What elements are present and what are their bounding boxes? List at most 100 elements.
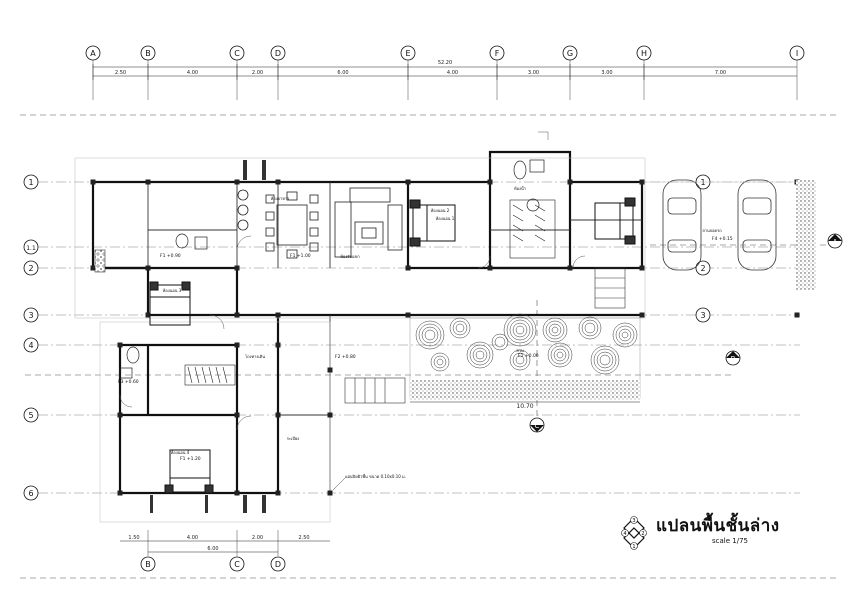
column-post [275, 412, 281, 418]
grid-column-bubble [400, 45, 416, 61]
living-room-sofas [334, 187, 403, 258]
grid-column-bubble [270, 45, 286, 61]
section-marker-c: C [529, 417, 545, 433]
garden-planting [556, 351, 564, 359]
garden-planting [469, 344, 491, 366]
column-post [117, 342, 123, 348]
garden-planting [578, 316, 602, 340]
garden-planting [584, 322, 596, 334]
floor-code-1: F1 +1.00 [290, 253, 311, 259]
garden-planting [515, 355, 525, 365]
floor-code-5: F3 +0.60 [118, 379, 139, 385]
room-label: ระเบียง [287, 436, 300, 441]
beds [149, 197, 636, 494]
grid-row-label: 1.1 [26, 245, 36, 252]
garden-planting [506, 316, 534, 344]
grid-row-label: 6 [28, 489, 33, 498]
grid-row-bubble [23, 337, 39, 353]
room-label: สวน [516, 348, 524, 353]
garden-planting [512, 322, 528, 338]
garden-planting [551, 326, 559, 334]
grid-row-label: 1 [28, 178, 33, 187]
garden-planting [421, 326, 439, 344]
drawing-scale: scale 1/75 [712, 537, 748, 545]
garden-planting [548, 323, 562, 337]
top-dimension-lines [93, 66, 797, 77]
dining-table [237, 189, 319, 259]
column-post [145, 179, 151, 185]
compass-4: 4 [623, 531, 626, 537]
grid-row-label-right: 2 [700, 264, 705, 273]
dimension-top: 2.50 [115, 70, 126, 76]
column-post [567, 179, 573, 185]
grid-column-bubble-bottom [270, 556, 286, 572]
garden-planting [418, 323, 442, 347]
column-post [275, 490, 281, 496]
grid-row-bubble [23, 239, 39, 255]
section-a-label: A [833, 238, 838, 246]
bottom-dimension-lines [120, 540, 330, 553]
grid-column-bubble [229, 45, 245, 61]
grid-row-label-right: 1 [700, 178, 705, 187]
grid-row-bubble-right [695, 260, 711, 276]
garden-planting [542, 317, 568, 343]
grid-column-label: I [796, 49, 798, 58]
garden-planting [433, 355, 447, 369]
grid-column-bubble [636, 45, 652, 61]
garden-planting [593, 348, 617, 372]
grid-lines [38, 60, 800, 556]
column-post [145, 312, 151, 318]
dimension-bottom: 1.50 [128, 535, 139, 541]
total-dimension-top: 52.20 [438, 60, 452, 66]
compass-rose: 3 2 1 4 [621, 516, 647, 550]
section-lines [20, 114, 840, 579]
column-post [90, 265, 96, 271]
dimension-top: 6.00 [337, 70, 348, 76]
column-post [794, 312, 800, 318]
structural-columns [90, 179, 800, 496]
garden-planting [512, 352, 528, 368]
walls [91, 150, 644, 495]
garden-planting [550, 345, 570, 365]
floor-code-2: F1 +0.90 [160, 253, 181, 259]
grid-row-bubble [23, 485, 39, 501]
grid-row-label: 4 [28, 341, 33, 350]
section-c-label: C [535, 422, 540, 430]
room-label: ห้องนอน 3 [163, 288, 182, 293]
garden-planting [612, 322, 638, 348]
dimension-top: 3.00 [528, 70, 539, 76]
column-post [405, 312, 411, 318]
column-post [327, 367, 333, 373]
column-post [639, 179, 645, 185]
garden-planting [509, 349, 531, 371]
compass-3: 3 [632, 518, 635, 524]
floor-code-4: F1 +1.20 [180, 456, 201, 462]
garden-planting [455, 323, 465, 333]
room-label: ลานจอดรถ [702, 228, 722, 233]
drawing-title: แปลนพื้นชั้นล่าง [656, 516, 780, 536]
floor-code-6: F4 +0.15 [712, 236, 733, 242]
dimension-top: 7.00 [715, 70, 726, 76]
grid-column-label-bottom: C [234, 560, 240, 569]
column-post [90, 179, 96, 185]
garden-courtyard [409, 313, 641, 400]
dimension-top: 4.00 [187, 70, 198, 76]
room-label: ห้องรับแขก [340, 254, 360, 259]
interior-walls [74, 157, 646, 523]
column-post [327, 490, 333, 496]
garden-planting [494, 336, 506, 348]
column-post [567, 265, 573, 271]
grid-column-bubble-bottom [140, 556, 156, 572]
grid-row-label: 2 [28, 264, 33, 273]
grid-column-label: H [641, 49, 647, 58]
garden-planting [590, 345, 620, 375]
garden-planting [596, 351, 614, 369]
grid-column-label: D [275, 49, 281, 58]
section-marker-a: A [827, 233, 843, 249]
column-post [275, 342, 281, 348]
wardrobes [184, 199, 556, 386]
garden-planting [599, 354, 611, 366]
column-post [405, 179, 411, 185]
grid-row-bubble [23, 407, 39, 423]
